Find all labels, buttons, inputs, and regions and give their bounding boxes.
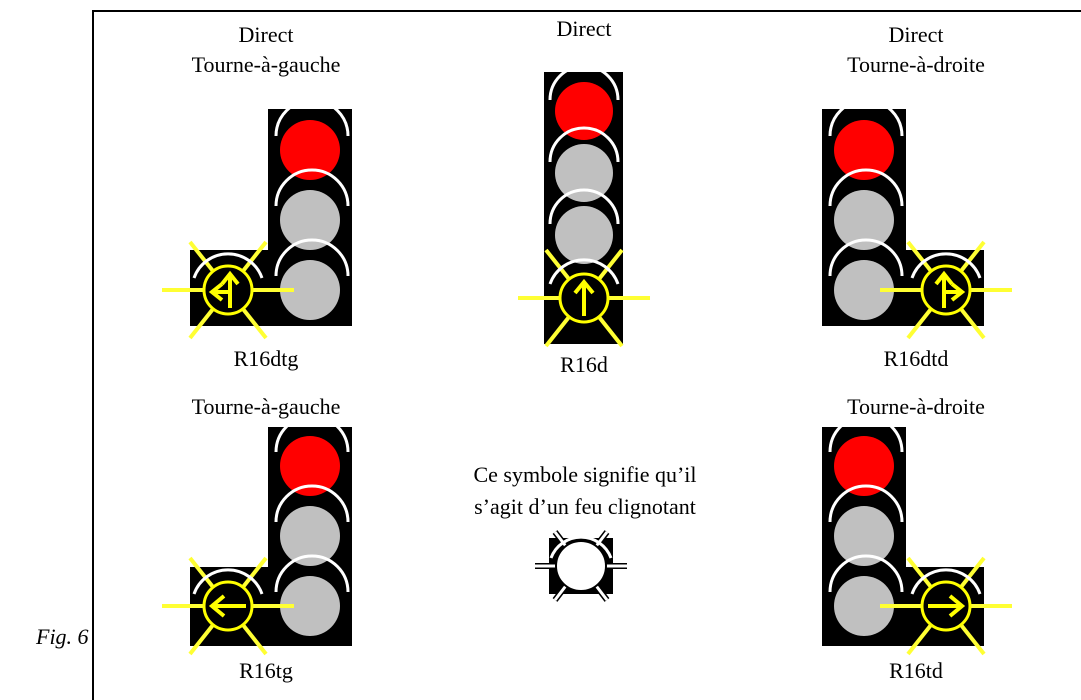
- legend-line1: Ce symbole signifie qu’il: [473, 462, 697, 487]
- figure-frame: [92, 10, 1081, 700]
- title-r16d: Direct: [556, 16, 612, 41]
- green-lamp-off: [834, 576, 894, 636]
- straight-and-left-arrow-icon: [208, 270, 240, 308]
- right-arrow-icon: [928, 594, 966, 618]
- signal-r16d: [516, 64, 652, 348]
- signals-diagram: [160, 64, 1014, 656]
- red-lamp: [555, 82, 613, 140]
- title-r16dtg-line2: Tourne-à-gauche: [191, 52, 341, 77]
- flashing-arrow-lamp: [878, 240, 1014, 340]
- figure-label: Fig. 6: [36, 624, 89, 649]
- amber-lamp-off: [834, 190, 894, 250]
- code-r16dtd: R16dtd: [883, 346, 949, 371]
- flashing-arrow-lamp: [160, 240, 296, 340]
- red-lamp: [280, 436, 340, 496]
- lamp-off: [555, 206, 613, 264]
- legend-line2: s’agit d’un feu clignotant: [474, 494, 696, 519]
- amber-lamp-off: [280, 190, 340, 250]
- left-arrow-icon: [208, 594, 246, 618]
- flashing-arrow-lamp: [160, 556, 296, 656]
- signal-r16dtg: [160, 98, 352, 340]
- flashing-arrow-lamp: [878, 556, 1014, 656]
- code-r16dtg: R16dtg: [233, 346, 299, 371]
- green-lamp-off: [280, 260, 340, 320]
- amber-lamp-off: [555, 144, 613, 202]
- flashing-arrow-lamp: [516, 248, 652, 348]
- amber-lamp-off: [280, 506, 340, 566]
- code-r16td: R16td: [889, 658, 943, 683]
- amber-lamp-off: [834, 506, 894, 566]
- title-r16dtd-line2: Tourne-à-droite: [847, 52, 985, 77]
- red-lamp: [834, 120, 894, 180]
- straight-arrow-icon: [573, 278, 595, 316]
- green-lamp-off: [280, 576, 340, 636]
- signal-r16dtd: [822, 98, 1014, 340]
- red-lamp: [834, 436, 894, 496]
- title-r16dtd-line1: Direct: [888, 22, 944, 47]
- green-lamp-off: [834, 260, 894, 320]
- title-r16dtg-line1: Direct: [238, 22, 294, 47]
- straight-and-right-arrow-icon: [934, 270, 966, 308]
- code-r16d: R16d: [560, 352, 608, 377]
- red-lamp: [280, 120, 340, 180]
- flashing-light-symbol-icon: [535, 532, 627, 600]
- signal-r16tg: [160, 414, 352, 656]
- signal-r16td: [822, 414, 1014, 656]
- code-r16tg: R16tg: [239, 658, 293, 683]
